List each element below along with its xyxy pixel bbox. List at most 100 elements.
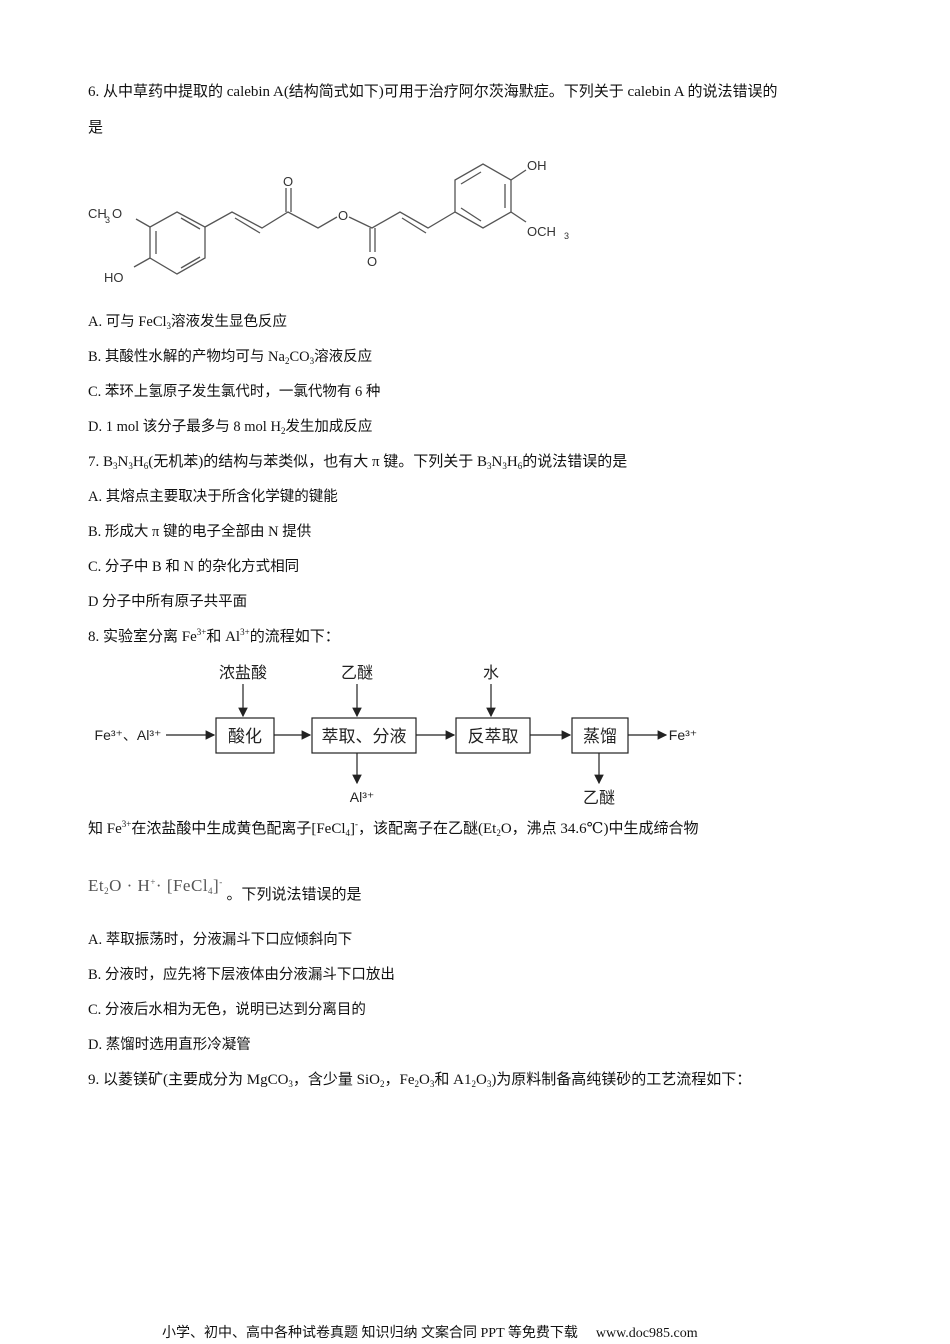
text-segment: 溶液发生显色反应 xyxy=(171,314,288,330)
flow-step-4: 蒸馏 xyxy=(583,727,617,746)
text-segment: H xyxy=(506,454,518,470)
ho-left-label: HO xyxy=(104,270,124,285)
text-segment: 和 A1 xyxy=(434,1072,472,1088)
text-segment: O · H xyxy=(109,876,151,895)
text-subscript: 4 xyxy=(345,828,351,838)
q6-option-a: A. 可与 FeCl3溶液发生显色反应 xyxy=(88,312,287,332)
text-subscript: 3 xyxy=(486,1079,492,1089)
text-segment: 知 Fe xyxy=(88,821,122,837)
text-segment: C. 分子中 B 和 N 的杂化方式相同 xyxy=(88,559,300,575)
q7-option-d: D 分子中所有原子共平面 xyxy=(88,592,247,612)
text-segment: N xyxy=(491,454,503,470)
q6-stem-line1: 6. 从中草药中提取的 calebin A(结构简式如下)可用于治疗阿尔茨海默症… xyxy=(88,82,778,102)
ch3o-label: CH xyxy=(88,206,107,221)
ester-carbonyl-o-label: O xyxy=(367,254,377,269)
q6-option-b: B. 其酸性水解的产物均可与 Na2CO3溶液反应 xyxy=(88,347,372,367)
text-segment: ，Fe xyxy=(384,1072,415,1088)
q6-stem-line2: 是 xyxy=(88,118,103,138)
text-segment: N xyxy=(117,454,129,470)
q8-option-c: C. 分液后水相为无色，说明已达到分离目的 xyxy=(88,1000,366,1020)
adduct-formula: Et2O · H+· [FeCl4]- xyxy=(88,876,223,896)
text-subscript: 2 xyxy=(104,886,110,896)
calebin-a-structure: CH 3 O HO O O O OH OCH 3 xyxy=(88,158,569,285)
flow-output: Fe³⁺ xyxy=(669,727,697,743)
q8-stem: 8. 实验室分离 Fe3+和 Al3+的流程如下： xyxy=(88,627,340,647)
flow-reagent-1: 浓盐酸 xyxy=(219,664,267,682)
text-subscript: 3 xyxy=(113,461,118,471)
footer-url-link[interactable]: www.doc985.com xyxy=(595,1326,698,1341)
q6-option-c: C. 苯环上氢原子发生氯代时，一氯代物有 6 种 xyxy=(88,382,380,402)
flow-step-1: 酸化 xyxy=(228,727,262,746)
text-subscript: 2 xyxy=(284,356,290,366)
text-segment: D 分子中所有原子共平面 xyxy=(88,594,248,610)
q9-stem: 9. 以菱镁矿(主要成分为 MgCO3，含少量 SiO2，Fe2O3和 A12O… xyxy=(88,1070,751,1090)
text-segment: ] xyxy=(213,876,220,895)
text-segment: · [FeCl xyxy=(155,876,209,895)
footer-text: 小学、初中、高中各种试卷真题 知识归纳 文案合同 PPT 等免费下载 xyxy=(162,1326,578,1341)
text-segment: 溶液反应 xyxy=(314,349,373,365)
text-subscript: 2 xyxy=(280,426,286,436)
separation-flowchart: Fe³⁺、Al³⁺ 酸化 萃取、分液 反萃取 蒸馏 浓盐酸 乙醚 水 Al³⁺ … xyxy=(95,664,698,807)
text-segment: H xyxy=(132,454,144,470)
text-subscript: 2 xyxy=(496,828,501,838)
text-segment: ，该配离子在乙醚(Et xyxy=(358,821,497,837)
text-segment: 7. B xyxy=(88,454,114,470)
q8-formula-line: Et2O · H+· [FeCl4]- 。下列说法错误的是 xyxy=(88,876,361,903)
text-subscript: 3 xyxy=(128,461,133,471)
text-segment: D. 1 mol 该分子最多与 8 mol H xyxy=(88,419,281,435)
text-supscript: 3+ xyxy=(196,627,207,637)
flow-reagent-2: 乙醚 xyxy=(341,664,373,682)
text-segment: 是 xyxy=(88,120,104,136)
text-supscript: 3+ xyxy=(121,819,132,829)
text-segment: 和 Al xyxy=(206,629,241,645)
text-subscript: 3 xyxy=(288,1079,293,1089)
text-segment: 在浓盐酸中生成黄色配离子[FeCl xyxy=(131,821,346,837)
text-supscript: 3+ xyxy=(240,627,250,637)
och3-right-label: OCH xyxy=(527,224,556,239)
q7-option-c: C. 分子中 B 和 N 的杂化方式相同 xyxy=(88,557,299,577)
text-segment: C. 分液后水相为无色，说明已达到分离目的 xyxy=(88,1002,366,1018)
text-segment: CO xyxy=(289,349,310,365)
text-segment: O xyxy=(475,1072,487,1088)
flow-byproduct-2: 乙醚 xyxy=(583,789,615,807)
text-segment: B. 形成大 π 键的电子全部由 N 提供 xyxy=(88,524,312,540)
text-subscript: 3 xyxy=(429,1079,435,1089)
text-segment: A. 萃取振荡时，分液漏斗下口应倾斜向下 xyxy=(88,932,353,948)
text-supscript: - xyxy=(219,877,223,887)
text-segment: 的说法错误的是 xyxy=(522,454,628,470)
q8-option-a: A. 萃取振荡时，分液漏斗下口应倾斜向下 xyxy=(88,930,352,950)
page-footer: 小学、初中、高中各种试卷真题 知识归纳 文案合同 PPT 等免费下载 www.do… xyxy=(162,1322,698,1342)
q7-stem: 7. B3N3H6(无机苯)的结构与苯类似，也有大 π 键。下列关于 B3N3H… xyxy=(88,452,627,472)
text-segment: C. 苯环上氢原子发生氯代时，一氯代物有 6 种 xyxy=(88,384,381,400)
ch3o-o-label: O xyxy=(112,206,122,221)
flow-step-3: 反萃取 xyxy=(468,727,519,746)
oh-right-label: OH xyxy=(527,158,547,173)
text-supscript: + xyxy=(150,877,156,887)
text-segment: (无机苯)的结构与苯类似，也有大 π 键。下列关于 B xyxy=(148,454,488,470)
text-subscript: 3 xyxy=(309,356,315,366)
text-segment: B. 其酸性水解的产物均可与 Na xyxy=(88,349,285,365)
text-segment: 6. 从中草药中提取的 calebin A(结构简式如下)可用于治疗阿尔茨海默症… xyxy=(88,84,778,100)
ketone-o-label: O xyxy=(283,174,293,189)
text-segment: ] xyxy=(350,821,356,837)
text-segment: 的流程如下： xyxy=(249,629,340,645)
q6-option-d: D. 1 mol 该分子最多与 8 mol H2发生加成反应 xyxy=(88,417,372,437)
flow-input: Fe³⁺、Al³⁺ xyxy=(95,727,162,743)
text-subscript: 3 xyxy=(487,461,492,471)
text-segment: 8. 实验室分离 Fe xyxy=(88,629,197,645)
flow-step-2: 萃取、分液 xyxy=(322,727,407,746)
text-segment: Et xyxy=(88,876,105,895)
q8-info-line: 知 Fe3+在浓盐酸中生成黄色配离子[FeCl4]-，该配离子在乙醚(Et2O，… xyxy=(88,819,698,839)
q7-option-a: A. 其熔点主要取决于所含化学键的键能 xyxy=(88,487,338,507)
flow-reagent-3: 水 xyxy=(483,664,499,682)
ch3o-sub: 3 xyxy=(105,215,110,225)
text-subscript: 2 xyxy=(471,1079,476,1089)
text-segment: O xyxy=(419,1072,430,1088)
och3-right-sub: 3 xyxy=(564,231,569,241)
q8-option-d: D. 蒸馏时选用直形冷凝管 xyxy=(88,1035,251,1055)
text-subscript: 4 xyxy=(208,886,214,896)
text-subscript: 2 xyxy=(414,1079,420,1089)
text-supscript: - xyxy=(355,819,359,829)
ester-o-label: O xyxy=(338,208,348,223)
